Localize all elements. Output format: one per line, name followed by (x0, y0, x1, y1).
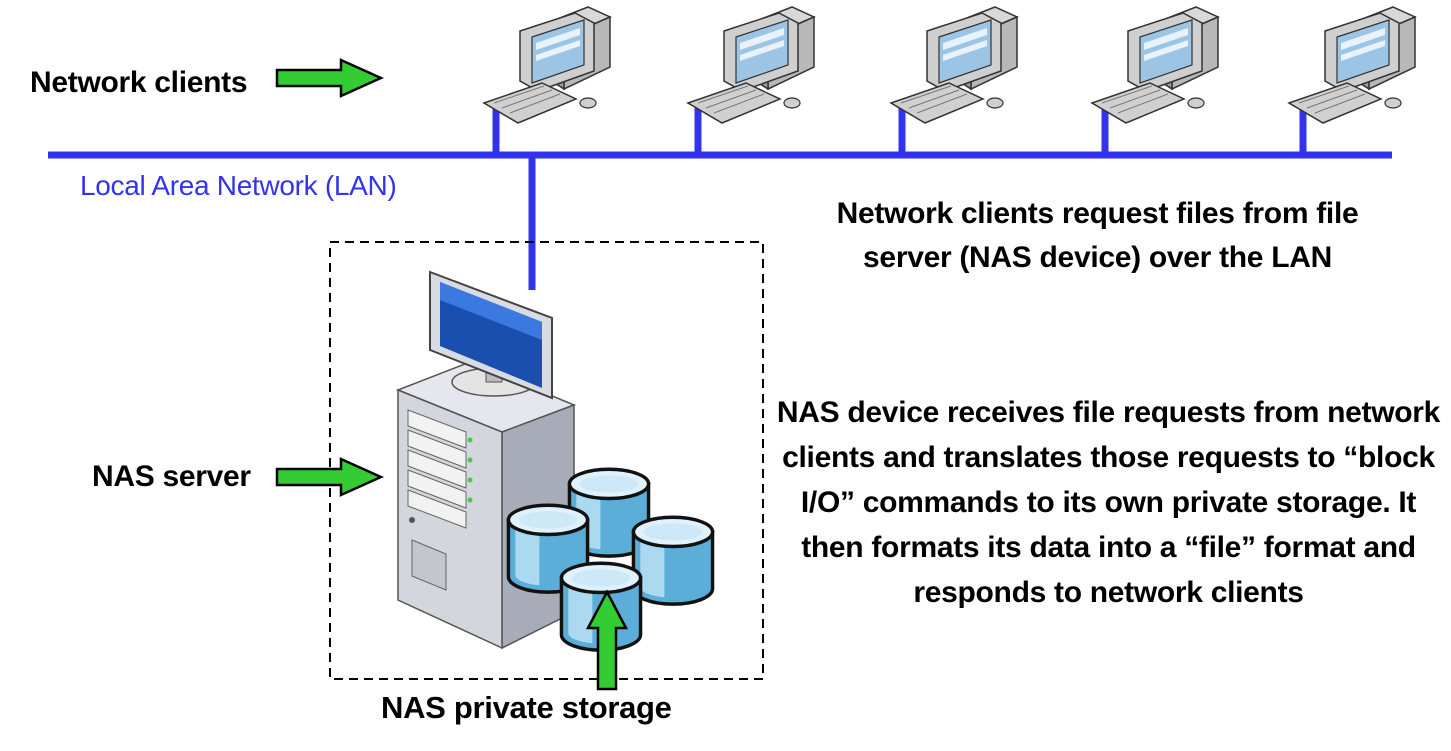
nas-server-label: NAS server (92, 460, 251, 493)
desktop-computer-icon (687, 6, 815, 124)
database-cylinder-icon (631, 515, 715, 606)
network-clients-label: Network clients (30, 66, 248, 99)
up-arrow-icon (585, 589, 629, 691)
request-flow-caption: Network clients request files from file … (836, 197, 1359, 274)
right-arrow-icon (275, 58, 383, 98)
desktop-computer-icon (1288, 6, 1416, 124)
desktop-computer-icon (1091, 6, 1219, 124)
monitor-icon (429, 270, 553, 400)
lan-label: Local Area Network (LAN) (80, 170, 397, 201)
nas-storage-label: NAS private storage (381, 690, 672, 725)
desktop-computer-icon (483, 6, 611, 124)
desktop-computer-icon (890, 6, 1018, 124)
nas-processing-caption: NAS device receives file requests from n… (776, 396, 1441, 609)
nas-boundary (329, 241, 764, 680)
